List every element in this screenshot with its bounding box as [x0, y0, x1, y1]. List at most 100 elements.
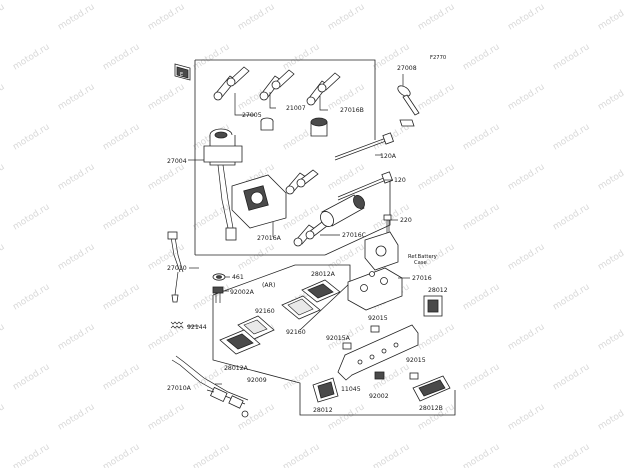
watermark-text: motod.ru [596, 402, 625, 432]
watermark-text: motod.ru [146, 162, 186, 192]
bracket-upper [364, 231, 399, 271]
reflector-28012B [412, 375, 451, 402]
label-120A[interactable]: 120A [380, 153, 397, 160]
watermark-text: motod.ru [101, 362, 141, 392]
label-27005[interactable]: 27005 [242, 112, 262, 119]
reflector-28012A-upper [301, 279, 341, 303]
label-27010A[interactable]: 27010A [167, 385, 192, 392]
label-28012B[interactable]: 28012B [419, 405, 443, 412]
bolt-92002A [212, 286, 224, 303]
label-27008[interactable]: 27008 [397, 65, 417, 72]
bolt-92002 [374, 371, 385, 380]
label-28012A-lower[interactable]: 28012A [224, 365, 249, 372]
watermark-text: motod.ru [236, 242, 276, 272]
watermark-text: motod.ru [56, 402, 96, 432]
watermark-text: motod.ru [416, 2, 456, 32]
watermark-text: motod.ru [551, 122, 591, 152]
watermark-text: motod.ru [551, 362, 591, 392]
watermark-text: motod.ru [506, 242, 546, 272]
bolt-92015A [342, 342, 352, 350]
watermark-text: motod.ru [101, 202, 141, 232]
watermark-text: motod.ru [506, 82, 546, 112]
watermark-text: motod.ru [56, 322, 96, 352]
label-461[interactable]: 461 [232, 274, 244, 281]
watermark-text: motod.ru [191, 282, 231, 312]
label-27016[interactable]: 27016 [412, 275, 432, 282]
label-92009[interactable]: 92009 [247, 377, 267, 384]
label-11045[interactable]: 11045 [341, 386, 361, 393]
watermark-text: motod.ru [461, 122, 501, 152]
label-92015-upper[interactable]: 92015 [368, 315, 388, 322]
watermark-text: motod.ru [551, 42, 591, 72]
label-120[interactable]: 120 [394, 177, 406, 184]
bolt-220 [383, 214, 392, 233]
book-icon: E [174, 63, 191, 81]
watermark-text: motod.ru [56, 162, 96, 192]
key-set-1 [213, 66, 250, 101]
spring-92144 [170, 321, 184, 329]
key-set-5 [293, 221, 328, 247]
watermark-text: motod.ru [146, 402, 186, 432]
label-27016C[interactable]: 27016C [342, 232, 366, 239]
watermark-text: motod.ru [56, 242, 96, 272]
harness-27010A [171, 355, 249, 418]
watermark-text: motod.ru [551, 282, 591, 312]
label-28012-right[interactable]: 28012 [428, 287, 448, 294]
label-27010[interactable]: 27010 [167, 265, 187, 272]
watermark-text: motod.ru [461, 282, 501, 312]
part-27016A [231, 174, 287, 229]
watermark-text: motod.ru [11, 202, 51, 232]
watermark-text: motod.ru [506, 162, 546, 192]
watermark-text: motod.ru [326, 242, 366, 272]
watermark-text: motod.ru [0, 322, 7, 352]
watermark-text: motod.ru [416, 162, 456, 192]
label-21007[interactable]: 21007 [286, 105, 306, 112]
watermark-text: motod.ru [551, 442, 591, 468]
reflector-28012-bottom [312, 377, 339, 403]
ref-battery-case[interactable]: Ref.Battery Case [408, 254, 439, 266]
label-27016B[interactable]: 27016B [340, 107, 364, 114]
key-set-4 [285, 169, 319, 195]
watermark-text: motod.ru [191, 42, 231, 72]
leader-lines [187, 74, 410, 393]
svg-text:E: E [180, 72, 183, 78]
watermark-text: motod.ru [101, 442, 141, 468]
label-27016A[interactable]: 27016A [257, 235, 282, 242]
watermark-text: motod.ru [281, 442, 321, 468]
reflector-28012A-lower [219, 329, 261, 355]
stay-11045 [337, 324, 419, 381]
watermark-text: motod.ru [11, 282, 51, 312]
label-92160-1[interactable]: 92160 [255, 308, 275, 315]
watermark-text: motod.ru [11, 442, 51, 468]
label-92015A[interactable]: 92015A [326, 335, 351, 342]
label-28012-bottom[interactable]: 28012 [313, 407, 333, 414]
watermark-text: motod.ru [506, 322, 546, 352]
watermark-text: motod.ru [596, 82, 625, 112]
part-labels: 27008 27005 21007 27016B 27004 120A 120 … [167, 65, 448, 414]
watermark-text: motod.ru [506, 2, 546, 32]
watermark-text: motod.ru [371, 442, 411, 468]
watermark-text: motod.ru [236, 2, 276, 32]
label-27004[interactable]: 27004 [167, 158, 187, 165]
label-28012A-upper[interactable]: 28012A [311, 271, 336, 278]
label-92144[interactable]: 92144 [187, 324, 207, 331]
watermark-text: motod.ru [0, 242, 7, 272]
bolt-92015-lower [409, 372, 419, 380]
watermark-text: motod.ru [551, 202, 591, 232]
watermark-text: motod.ru [101, 122, 141, 152]
label-92002[interactable]: 92002 [369, 393, 389, 400]
figure-code: F2770 [430, 55, 446, 61]
screw-120A [334, 132, 394, 161]
main-frame [194, 59, 391, 256]
label-92160-2[interactable]: 92160 [286, 329, 306, 336]
label-92002A[interactable]: 92002A [230, 289, 255, 296]
watermark-text: motod.ru [236, 402, 276, 432]
watermark-text: motod.ru [56, 82, 96, 112]
watermark-text: motod.ru [461, 442, 501, 468]
label-AR[interactable]: (AR) [262, 282, 275, 289]
watermark-text: motod.ru [326, 2, 366, 32]
watermark-text: motod.ru [281, 42, 321, 72]
label-220[interactable]: 220 [400, 217, 412, 224]
label-92015-lower[interactable]: 92015 [406, 357, 426, 364]
